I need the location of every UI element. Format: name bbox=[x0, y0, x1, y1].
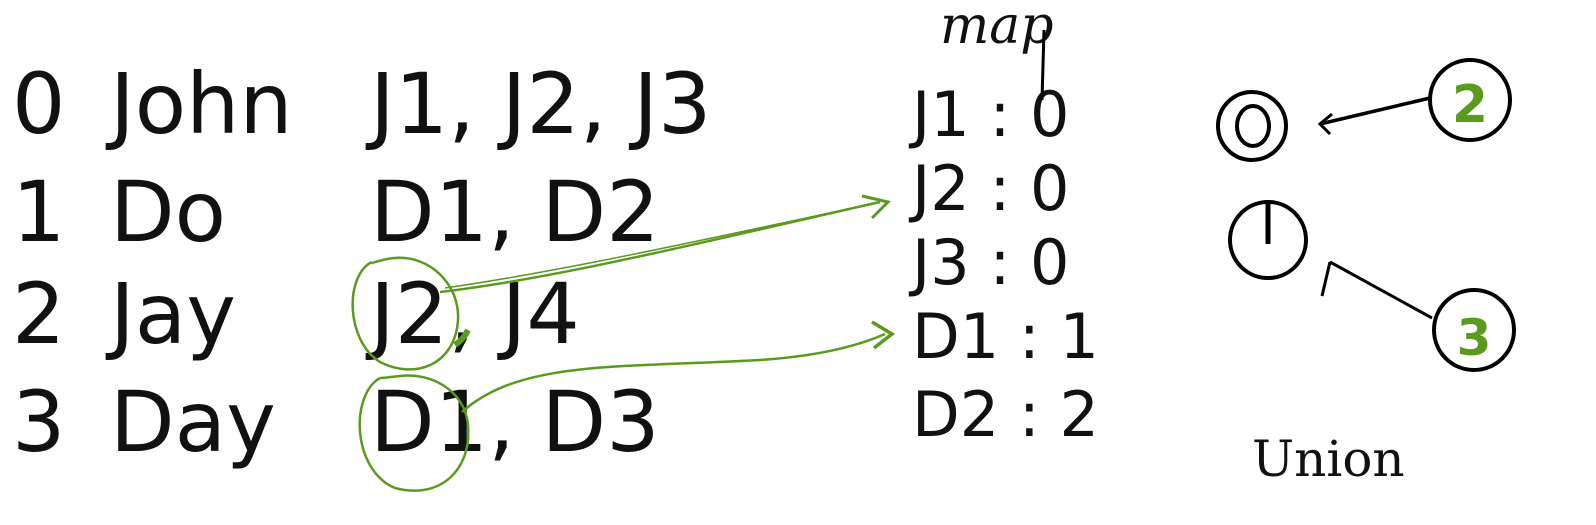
row-2-index: 2 bbox=[12, 265, 66, 363]
row-1-name: Do bbox=[110, 163, 227, 261]
map-entry-j2: J2 : 0 bbox=[912, 152, 1070, 225]
arrowhead-d1 bbox=[871, 320, 896, 350]
row-3-index: 3 bbox=[12, 373, 66, 471]
map-entry-d1: D1 : 1 bbox=[912, 300, 1099, 373]
row-0-index: 0 bbox=[12, 55, 66, 153]
node-2-label: 2 bbox=[1452, 75, 1488, 135]
row-2-name: Jay bbox=[110, 265, 236, 363]
circle-d1-highlight bbox=[358, 374, 470, 492]
row-0-ids: J1, J2, J3 bbox=[370, 55, 712, 153]
edge-2-to-0 bbox=[1319, 96, 1431, 126]
node-3-circle bbox=[1432, 288, 1516, 372]
map-title: map bbox=[940, 0, 1054, 56]
node-0-outer-circle bbox=[1216, 90, 1288, 162]
arrow-j2-to-map-echo bbox=[444, 203, 873, 289]
edge-3-to-1 bbox=[1329, 260, 1433, 320]
row-3-name: Day bbox=[110, 373, 276, 471]
j2-circle-tick bbox=[453, 328, 471, 348]
map-title-stroke bbox=[1040, 29, 1046, 101]
edge-2-to-0-arrowhead bbox=[1317, 112, 1333, 136]
circle-j2-highlight bbox=[351, 256, 460, 371]
node-2-circle bbox=[1428, 58, 1512, 142]
node-3-label: 3 bbox=[1457, 309, 1492, 367]
edge-3-to-1-arrowhead bbox=[1320, 261, 1332, 297]
map-entry-d2: D2 : 2 bbox=[912, 378, 1099, 451]
node-0-inner-mark bbox=[1235, 104, 1271, 148]
row-2-ids: J2, J4 bbox=[370, 265, 580, 363]
row-1-ids: D1, D2 bbox=[370, 163, 660, 261]
row-0-name: John bbox=[110, 55, 293, 153]
map-entry-j3: J3 : 0 bbox=[912, 226, 1070, 299]
arrow-d1-to-map bbox=[461, 332, 886, 413]
arrowhead-j2 bbox=[861, 194, 891, 220]
row-3-ids: D1, D3 bbox=[370, 373, 660, 471]
row-1-index: 1 bbox=[12, 163, 66, 261]
union-label: Union bbox=[1252, 430, 1405, 488]
